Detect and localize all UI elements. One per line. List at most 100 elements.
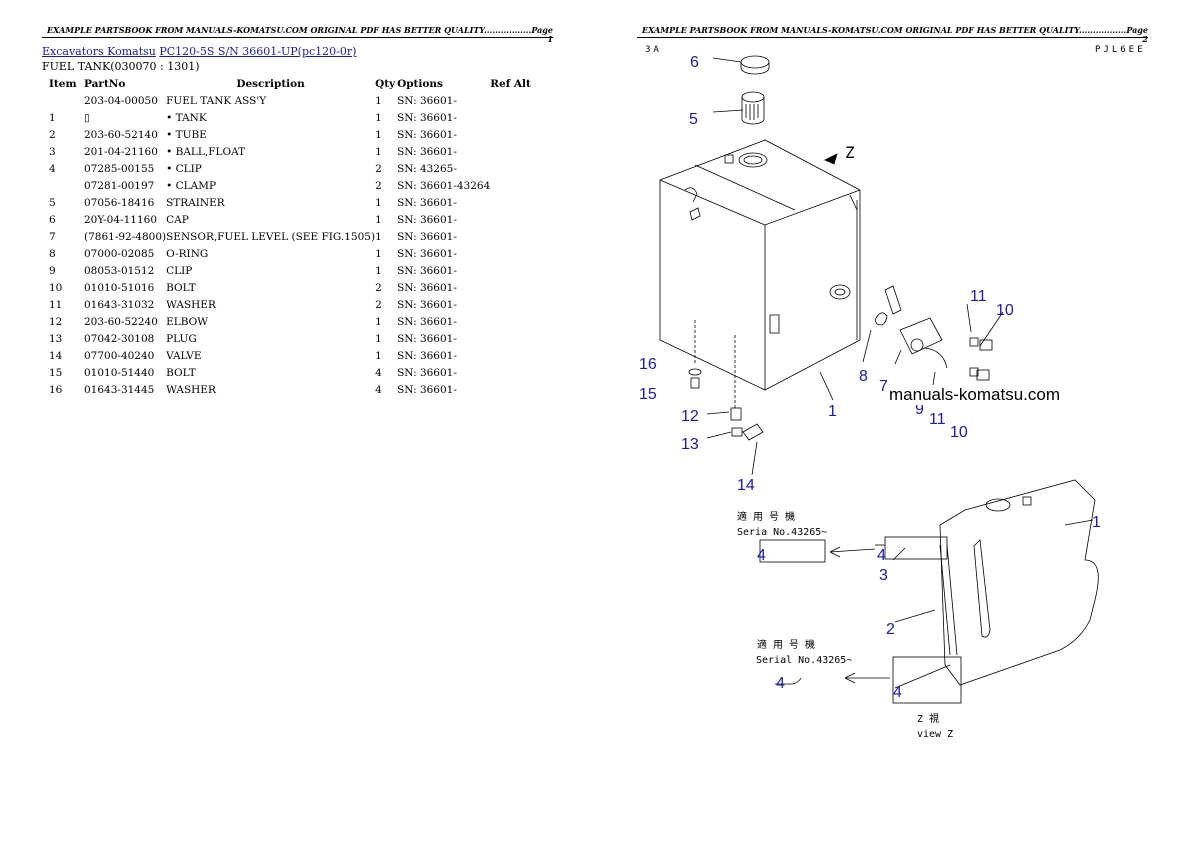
cell-refalt (490, 245, 550, 262)
cell-refalt (490, 92, 550, 109)
callout-7: 7 (879, 378, 888, 395)
cell-partno: 07281-00197 (84, 179, 155, 192)
callout-4-c: 4 (893, 684, 902, 701)
cell-refalt (490, 381, 550, 398)
z-arrow-label: Z (845, 143, 855, 162)
cell-description: WASHER (166, 383, 216, 396)
page-1: EXAMPLE PARTSBOOK FROM MANUALS-KOMATSU.C… (42, 26, 553, 398)
cell-description: • CLAMP (166, 179, 217, 192)
col-refalt: Ref Alt (490, 77, 531, 90)
callout-2: 2 (886, 621, 895, 638)
callout-15: 15 (639, 386, 657, 403)
col-item: Item (49, 77, 77, 90)
cell-item: 4 (49, 162, 56, 175)
breadcrumb-link-model[interactable]: PC120-5S S/N 36601-UP(pc120-0r) (159, 45, 357, 58)
cell-refalt (490, 211, 550, 228)
callout-4-a: 4 (757, 547, 766, 564)
cell-item (42, 177, 84, 194)
cell-item: 15 (49, 366, 63, 379)
cell-item: 10 (49, 281, 63, 294)
view-z-label: view Z (917, 729, 953, 740)
cell-partno: 20Y-04-11160 (84, 213, 157, 226)
cell-options: SN: 36601- (397, 196, 457, 209)
callout-11: 11 (970, 288, 987, 305)
cell-item: 2 (49, 128, 56, 141)
callout-3: 3 (879, 567, 888, 584)
cell-description: • TUBE (166, 128, 207, 141)
callout-4-d: 4 (877, 547, 886, 564)
jp-applicable-2: 適 用 号 機 (757, 638, 815, 651)
cell-description: STRAINER (166, 196, 225, 209)
col-description: Description (236, 77, 305, 90)
page-header: EXAMPLE PARTSBOOK FROM MANUALS-KOMATSU.C… (42, 26, 553, 44)
cell-partno: (7861-92-4800) (84, 230, 167, 243)
strainer-part (741, 91, 765, 103)
callout-6: 6 (690, 54, 699, 71)
parts-table: Item PartNo Description Qty Options Ref … (42, 75, 550, 398)
section-title: FUEL TANK(030070 : 1301) (42, 60, 200, 73)
cell-description: FUEL TANK ASS'Y (166, 94, 267, 107)
cell-qty: 1 (375, 230, 382, 243)
cell-item: 16 (49, 383, 63, 396)
view-z-drawing (759, 479, 1099, 704)
cell-refalt (490, 364, 550, 381)
cell-description: BOLT (166, 281, 196, 294)
cell-options: SN: 36601- (397, 366, 457, 379)
cell-qty: 1 (375, 128, 382, 141)
cell-refalt (490, 279, 550, 296)
cell-description: VALVE (166, 349, 202, 362)
cell-options: SN: 36601- (397, 315, 457, 328)
cell-options: SN: 36601- (397, 332, 457, 345)
cell-item: 8 (49, 247, 56, 260)
page-2: EXAMPLE PARTSBOOK FROM MANUALS-KOMATSU.C… (595, 0, 1190, 842)
callout-10-lower: 10 (950, 424, 968, 441)
breadcrumb: Excavators Komatsu PC120-5S S/N 36601-UP… (42, 45, 356, 58)
cell-options: SN: 36601-43264 (397, 179, 491, 192)
cell-qty: 1 (375, 213, 382, 226)
callout-labels: 6 5 16 15 12 13 14 8 7 9 11 10 11 10 1 1… (639, 54, 1101, 701)
callout-1: 1 (828, 403, 837, 420)
cell-item: 11 (49, 298, 63, 311)
serial-note-1: Seria No.43265~ (737, 527, 827, 538)
diagram-code-right: PJL6EE (1095, 45, 1146, 55)
callout-16: 16 (639, 356, 657, 373)
cell-qty: 1 (375, 111, 382, 124)
cell-options: SN: 43265- (397, 162, 457, 175)
cell-options: SN: 36601- (397, 111, 457, 124)
cell-partno: 01010-51440 (84, 366, 155, 379)
cell-description: PLUG (166, 332, 197, 345)
cell-item: 7 (49, 230, 56, 243)
cell-partno: 07042-30108 (84, 332, 155, 345)
cell-options: SN: 36601- (397, 264, 457, 277)
jp-applicable-1: 適 用 号 機 (737, 510, 795, 523)
cell-refalt (490, 143, 550, 160)
cell-partno: ▯ (84, 111, 90, 124)
cell-item: 14 (49, 349, 63, 362)
cell-options: SN: 36601- (397, 128, 457, 141)
cell-qty: 1 (375, 349, 382, 362)
cell-item: 5 (49, 196, 56, 209)
cell-options: SN: 36601- (397, 145, 457, 158)
table-row: 7(7861-92-4800)SENSOR,FUEL LEVEL (SEE FI… (42, 228, 550, 245)
cell-partno: 08053-01512 (84, 264, 155, 277)
cell-item: 6 (49, 213, 56, 226)
cell-options: SN: 36601- (397, 349, 457, 362)
serial-note-2: Serial No.43265~ (756, 655, 852, 666)
cell-item: 9 (49, 264, 56, 277)
cell-item: 13 (49, 332, 63, 345)
cell-partno: 01010-51016 (84, 281, 155, 294)
cell-options: SN: 36601- (397, 247, 457, 260)
cell-qty: 1 (375, 94, 382, 107)
callout-13: 13 (681, 436, 699, 453)
cell-refalt (490, 347, 550, 364)
cell-refalt (490, 109, 550, 126)
breadcrumb-link-category[interactable]: Excavators Komatsu (42, 45, 156, 58)
